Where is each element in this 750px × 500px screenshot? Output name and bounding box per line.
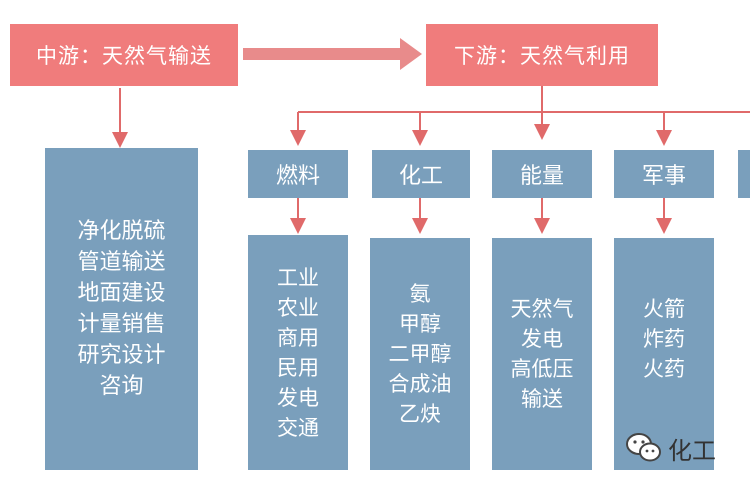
- category-label: 军事: [641, 164, 686, 189]
- category-partial: [738, 150, 750, 198]
- list-item: 交通: [277, 415, 319, 440]
- watermark: 化工: [626, 428, 750, 468]
- category-fuel: 燃料: [248, 150, 348, 198]
- category-label: 化工: [398, 164, 443, 189]
- watermark-text: 化工: [668, 436, 716, 465]
- downstream-box: 下游：天然气利用: [426, 24, 658, 86]
- fuel-list: 工业 农业 商用 民用 发电 交通: [248, 235, 348, 470]
- list-item: 炸药: [643, 327, 685, 351]
- midstream-label: 中游：天然气输送: [36, 44, 212, 68]
- midstream-list: 净化脱硫 管道输送 地面建设 计量销售 研究设计 咨询: [45, 148, 198, 470]
- list-item: 二甲醇: [388, 342, 452, 366]
- category-energy: 能量: [492, 150, 592, 198]
- list-item: 输送: [521, 387, 563, 411]
- list-item: 净化脱硫: [77, 219, 166, 244]
- list-item: 天然气: [510, 297, 574, 321]
- list-item: 合成油: [388, 372, 452, 396]
- category-label: 能量: [519, 164, 564, 189]
- list-item: 工业: [277, 265, 319, 290]
- wechat-icon: [626, 433, 662, 463]
- downstream-label: 下游：天然气利用: [454, 44, 630, 68]
- energy-list: 天然气 发电 高低压 输送: [492, 238, 592, 470]
- list-item: 发电: [521, 327, 563, 351]
- military-list: 火箭 炸药 火药: [614, 238, 714, 470]
- list-item: 高低压: [510, 357, 574, 381]
- list-item: 火药: [643, 357, 685, 381]
- flow-arrow: [243, 38, 422, 70]
- list-item: 计量销售: [77, 312, 166, 337]
- list-item: 研究设计: [77, 343, 166, 368]
- list-item: 商用: [277, 325, 319, 350]
- list-item: 发电: [277, 385, 319, 410]
- chemical-list: 氨 甲醇 二甲醇 合成油 乙炔: [370, 238, 470, 470]
- list-item: 管道输送: [77, 250, 166, 275]
- list-item: 氨: [409, 282, 431, 306]
- category-label: 燃料: [275, 164, 320, 189]
- list-item: 地面建设: [77, 281, 166, 306]
- category-chemical: 化工: [372, 150, 470, 198]
- list-item: 民用: [277, 355, 319, 380]
- list-item: 火箭: [643, 297, 685, 321]
- midstream-box: 中游：天然气输送: [10, 24, 238, 86]
- category-military: 军事: [614, 150, 714, 198]
- list-item: 咨询: [99, 374, 144, 399]
- list-item: 农业: [277, 295, 319, 320]
- list-item: 甲醇: [399, 312, 441, 336]
- list-item: 乙炔: [399, 402, 441, 426]
